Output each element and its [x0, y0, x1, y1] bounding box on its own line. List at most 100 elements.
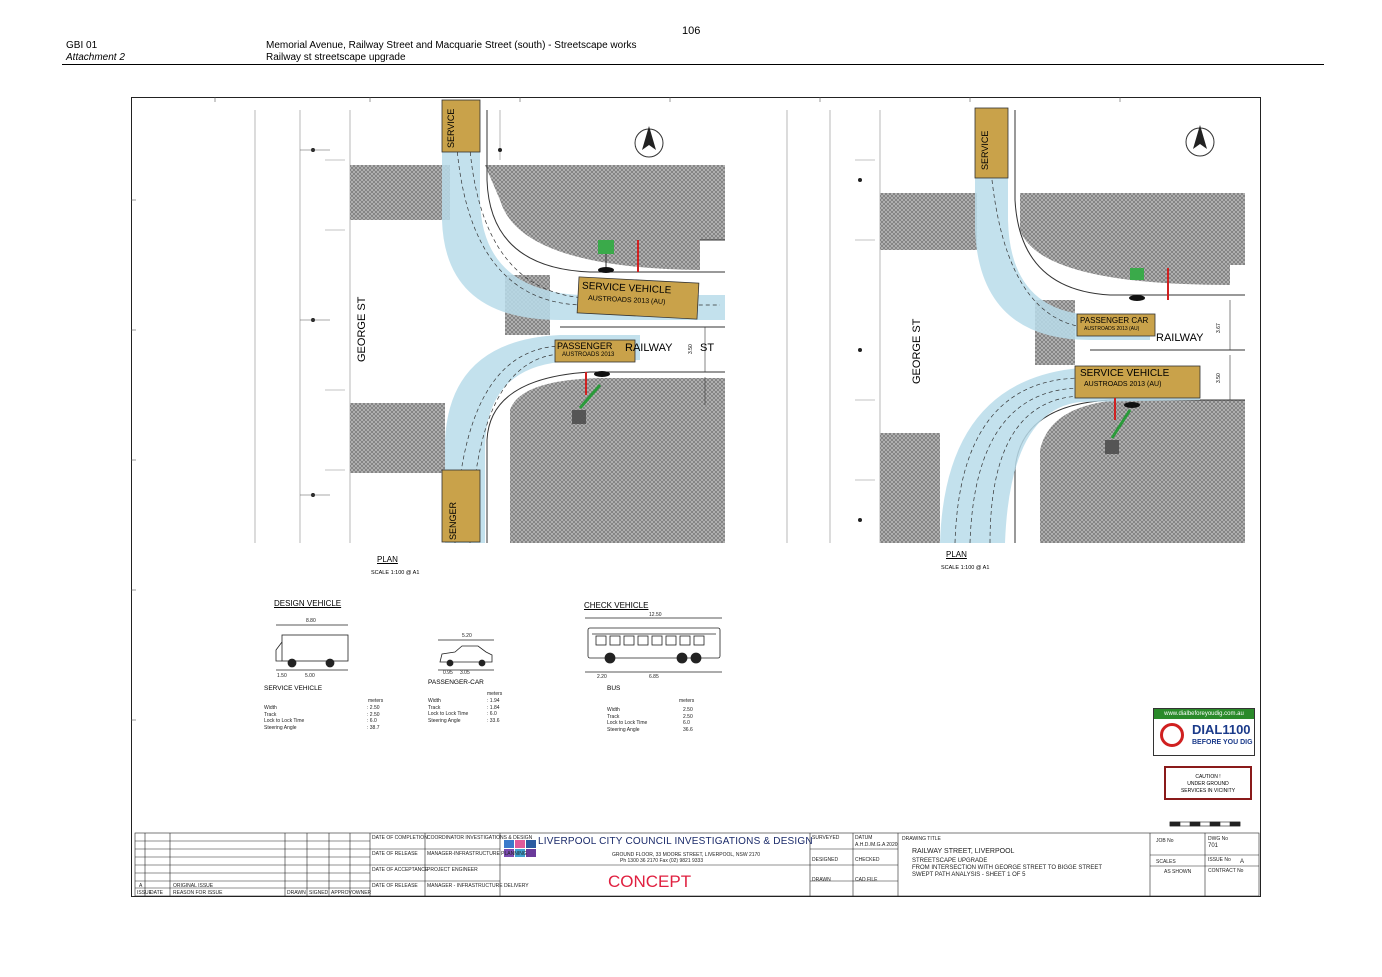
- approv-column-header: APPROV: [331, 890, 352, 896]
- datum-value: A.H.D./M.G.A 2020: [855, 842, 898, 848]
- concept-stamp: CONCEPT: [608, 872, 692, 891]
- right-dim-1: 3.67: [1216, 323, 1222, 333]
- right-top-vehicle-box: [974, 107, 1009, 179]
- designed-label: DESIGNED: [812, 857, 839, 863]
- job-no-label: JOB No: [1156, 838, 1174, 844]
- right-service-vehicle-label: SERVICE VEHICLE: [1080, 368, 1170, 379]
- service-spec-values: : 2.50 : 2.50 : 6.0 : 38.7: [367, 705, 380, 731]
- right-service-box: [1074, 365, 1201, 399]
- scale-bar: [1169, 821, 1241, 827]
- datum-label: DATUM: [855, 835, 873, 841]
- dial-before-you-dig-badge: www.dialbeforeyoudig.com.au DIAL1100 BEF…: [1153, 708, 1255, 756]
- caution-title: CAUTION !: [1195, 774, 1221, 780]
- revision-issue-header: ISSUE: [137, 890, 153, 896]
- manager-delivery-label: MANAGER - INFRASTRUCTURE DELIVERY: [427, 883, 529, 889]
- left-service-vehicle-box: [576, 276, 700, 320]
- revision-reason-header: REASON FOR ISSUE: [173, 890, 223, 896]
- bus-front-dim: 2.20: [597, 674, 607, 680]
- right-passenger-label: PASSENGER CAR: [1080, 316, 1149, 325]
- drawing-title-4: SWEPT PATH ANALYSIS - SHEET 1 OF 5: [912, 872, 1026, 878]
- car-spec-labels: Width Track Lock to Lock Time Steering A…: [428, 698, 469, 724]
- left-st-label: ST: [700, 342, 715, 354]
- dial-subtitle: BEFORE YOU DIG: [1192, 739, 1253, 746]
- page-number: 106: [682, 25, 701, 37]
- left-passenger-box: [554, 339, 636, 363]
- left-bottom-vehicle-box: [441, 469, 481, 543]
- caution-line-3: SERVICES IN VICINITY: [1180, 788, 1236, 794]
- service-wheelbase-dim: 5.00: [305, 673, 315, 679]
- car-front-dim: 0.95: [443, 670, 453, 676]
- left-passenger-sub: AUSTROADS 2013: [562, 352, 615, 358]
- car-wheelbase-dim: 3.05: [460, 670, 470, 676]
- bus-name: BUS: [607, 685, 621, 692]
- service-units: meters: [368, 698, 384, 704]
- drawing-title-3: FROM INTERSECTION WITH GEORGE STREET TO …: [912, 865, 1103, 871]
- council-phone: Ph 1300 36 2170 Fax (02) 9821 9333: [620, 858, 704, 864]
- scales-label: SCALES: [1156, 859, 1176, 865]
- right-railway-label: RAILWAY: [1156, 332, 1204, 344]
- dwg-no-value: 701: [1208, 843, 1219, 849]
- left-plan-scale: SCALE 1:100 @ A1: [371, 570, 420, 576]
- service-vehicle-name: SERVICE VEHICLE: [264, 685, 323, 692]
- revision-row-issue: A: [139, 883, 143, 889]
- service-overall-dim: 8.80: [306, 618, 316, 624]
- owner-column-header: OWNER: [352, 890, 372, 896]
- dial-website: www.dialbeforeyoudig.com.au: [1154, 709, 1254, 719]
- service-spec-labels: Width Track Lock to Lock Time Steering A…: [264, 705, 305, 731]
- sheet-border-ticks: [131, 97, 1121, 721]
- right-passenger-box: [1076, 313, 1156, 337]
- right-plan-scale: SCALE 1:100 @ A1: [941, 565, 990, 571]
- car-units: meters: [487, 691, 503, 697]
- issue-no-value: A: [1240, 859, 1245, 865]
- dwg-no-label: DWG No: [1208, 836, 1228, 842]
- date-of-acceptance-label: DATE OF ACCEPTANCE: [372, 867, 429, 873]
- service-vehicle-drawing: [275, 624, 349, 671]
- passenger-car-drawing: [438, 639, 494, 671]
- title-block-grid: [134, 832, 1260, 897]
- document-subtitle: Railway st streetscape upgrade: [266, 52, 406, 63]
- header-rule: [62, 64, 1324, 65]
- right-plan: [786, 103, 1247, 544]
- issue-no-label: ISSUE No: [1208, 857, 1231, 863]
- caution-line-2: UNDER GROUND: [1187, 781, 1229, 787]
- car-spec-values: : 1.94 : 1.84 : 6.0 : 33.6: [487, 698, 500, 724]
- dial-number: DIAL1100: [1192, 722, 1251, 737]
- council-name: LIVERPOOL CITY COUNCIL INVESTIGATIONS & …: [538, 836, 813, 847]
- drawn-label: DRAWN: [812, 877, 831, 883]
- date-of-completion-label: DATE OF COMPLETION: [372, 835, 428, 841]
- cad-file-label: CAD FILE: [855, 877, 878, 883]
- council-logo: [504, 840, 536, 857]
- doc-id: GBI 01: [66, 40, 98, 51]
- right-passenger-sub: AUSTROADS 2013 (AU): [1084, 326, 1140, 332]
- car-overall-dim: 5.20: [462, 633, 472, 639]
- bus-spec-values: 2.50 2.50 6.0 36.6: [683, 707, 693, 733]
- check-vehicle-title: CHECK VEHICLE: [584, 601, 649, 610]
- drawing-sheet: [131, 97, 1261, 897]
- swept-path-service-right: [940, 368, 1200, 543]
- left-bottom-bar-label: SENGER: [448, 501, 458, 540]
- bus-spec-labels: Width Track Lock to Lock Time Steering A…: [607, 707, 648, 733]
- project-engineer-label: PROJECT ENGINEER: [427, 867, 478, 873]
- bus-units: meters: [679, 698, 695, 704]
- swept-path-passenger: [445, 335, 640, 543]
- left-plan: [254, 99, 725, 544]
- right-plan-title: PLAN: [946, 550, 967, 559]
- swept-path-car-right: [975, 110, 1150, 340]
- checked-label: CHECKED: [855, 857, 880, 863]
- right-top-bar-label: SERVICE: [980, 130, 990, 170]
- service-front-dim: 1.50: [277, 673, 287, 679]
- revision-row-reason: ORIGINAL ISSUE: [173, 883, 214, 889]
- bus-overall-dim: 12.50: [649, 612, 662, 618]
- bus-drawing: [585, 617, 722, 673]
- left-george-st-label: GEORGE ST: [356, 296, 368, 362]
- attachment-label: Attachment 2: [66, 52, 125, 63]
- revision-date-header: DATE: [150, 890, 163, 896]
- surveyed-label: SURVEYED: [812, 835, 840, 841]
- scales-value: AS SHOWN: [1164, 869, 1192, 875]
- left-railway-label: RAILWAY: [625, 342, 673, 354]
- date-of-release-label: DATE OF RELEASE: [372, 851, 418, 857]
- council-address: GROUND FLOOR, 33 MOORE STREET, LIVERPOOL…: [612, 852, 761, 858]
- left-top-vehicle-box: [441, 99, 481, 153]
- bus-wheelbase-dim: 6.85: [649, 674, 659, 680]
